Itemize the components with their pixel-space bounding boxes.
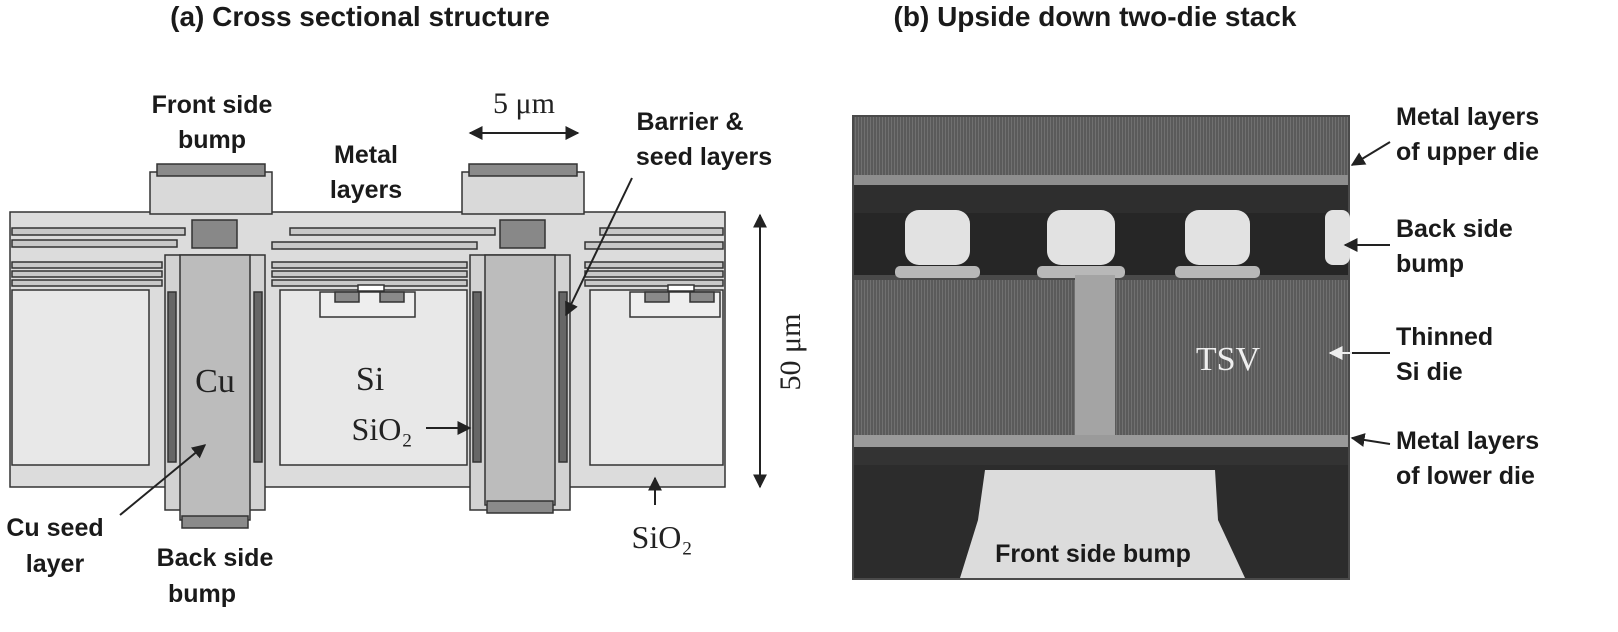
barrier-label-line2: seed layers	[636, 143, 772, 171]
gate-oxide	[357, 284, 385, 292]
thinned-label-line1: Thinned	[1396, 323, 1493, 351]
metal-layers-label-line1: Metal	[334, 141, 398, 169]
tsv-column	[1075, 275, 1115, 440]
gate-pad	[334, 291, 360, 303]
upper-metal-band	[854, 175, 1348, 185]
upper-dark-band	[854, 185, 1348, 213]
front-bump-label: Front side bump	[995, 540, 1191, 568]
seed-layer	[558, 291, 568, 463]
cross-section-diagram	[9, 163, 726, 529]
gate-pad	[379, 291, 405, 303]
panel-a: (a) Cross sectional structure	[6, 1, 807, 608]
upper-die-metal	[854, 117, 1348, 175]
barrier-label-line1: Barrier &	[637, 108, 744, 136]
cu-label: Cu	[195, 363, 235, 400]
si-cell	[11, 289, 150, 466]
back-bump-label-line1: Back side	[1396, 215, 1513, 243]
cu-seed-label-line2: layer	[26, 550, 85, 578]
si-cell	[589, 289, 724, 466]
back-side-bump	[1047, 210, 1115, 265]
seed-layer	[472, 291, 482, 463]
barrier-arrow	[565, 177, 633, 317]
height-dimension-label: 50 μm	[774, 314, 807, 391]
back-bump-label-line1: Back side	[157, 544, 274, 572]
seed-layer	[167, 291, 177, 463]
metal-upper-label-line1: Metal layers	[1396, 103, 1539, 131]
tsv-label: TSV	[1196, 341, 1261, 378]
cu-seed-label-line1: Cu seed	[6, 514, 103, 542]
front-side-bump-shape	[960, 470, 1245, 578]
bump-pad	[468, 163, 578, 177]
sio2-inner-label: SiO₂	[352, 411, 413, 447]
front-side-bump-shape	[149, 171, 273, 215]
back-bump-label-line2: bump	[168, 580, 236, 608]
metal-upper-arrow	[1350, 141, 1391, 166]
front-bump-label-line2: bump	[178, 126, 246, 154]
tsv-copper	[484, 254, 556, 506]
panel-b: (b) Upside down two-die stack	[852, 1, 1539, 580]
metal-layer-stack	[11, 227, 724, 287]
front-bump-label-line1: Front side	[152, 91, 273, 119]
metal-lower-arrow	[1350, 433, 1391, 447]
width-dimension-label: 5 μm	[493, 87, 555, 120]
via-cap	[191, 219, 238, 249]
back-bump-pad	[181, 515, 249, 529]
metal-upper-label-line2: of upper die	[1396, 138, 1539, 166]
gate-pad	[644, 291, 670, 303]
back-side-bump	[1185, 210, 1250, 265]
metal-lower-label-line2: of lower die	[1396, 462, 1535, 490]
gate-pad	[689, 291, 715, 303]
bump-pad	[156, 163, 266, 177]
sio2-bottom-label: SiO₂	[632, 519, 693, 555]
back-side-bump	[905, 210, 970, 265]
thinned-label-line2: Si die	[1396, 358, 1463, 386]
panel-b-title: (b) Upside down two-die stack	[894, 1, 1297, 32]
seed-layer	[253, 291, 263, 463]
tsv-copper	[179, 254, 251, 521]
back-bump-label-line2: bump	[1396, 250, 1464, 278]
front-side-bump-shape	[461, 171, 585, 215]
si-label: Si	[356, 361, 384, 398]
lower-metal-band	[854, 435, 1348, 447]
metal-layers-label-line2: layers	[330, 176, 402, 204]
back-bump-pad	[486, 500, 554, 514]
cu-seed-arrow	[119, 444, 207, 516]
back-side-bump	[1325, 210, 1350, 265]
sem-micrograph	[852, 115, 1350, 580]
back-side-bumps	[905, 210, 1350, 265]
metal-lower-label-line1: Metal layers	[1396, 427, 1539, 455]
bump-pads	[895, 266, 1260, 278]
lower-die-metal	[854, 447, 1348, 465]
gate-oxide	[667, 284, 695, 292]
via-cap	[499, 219, 546, 249]
si-cell	[279, 289, 468, 466]
panel-a-title: (a) Cross sectional structure	[170, 1, 550, 32]
